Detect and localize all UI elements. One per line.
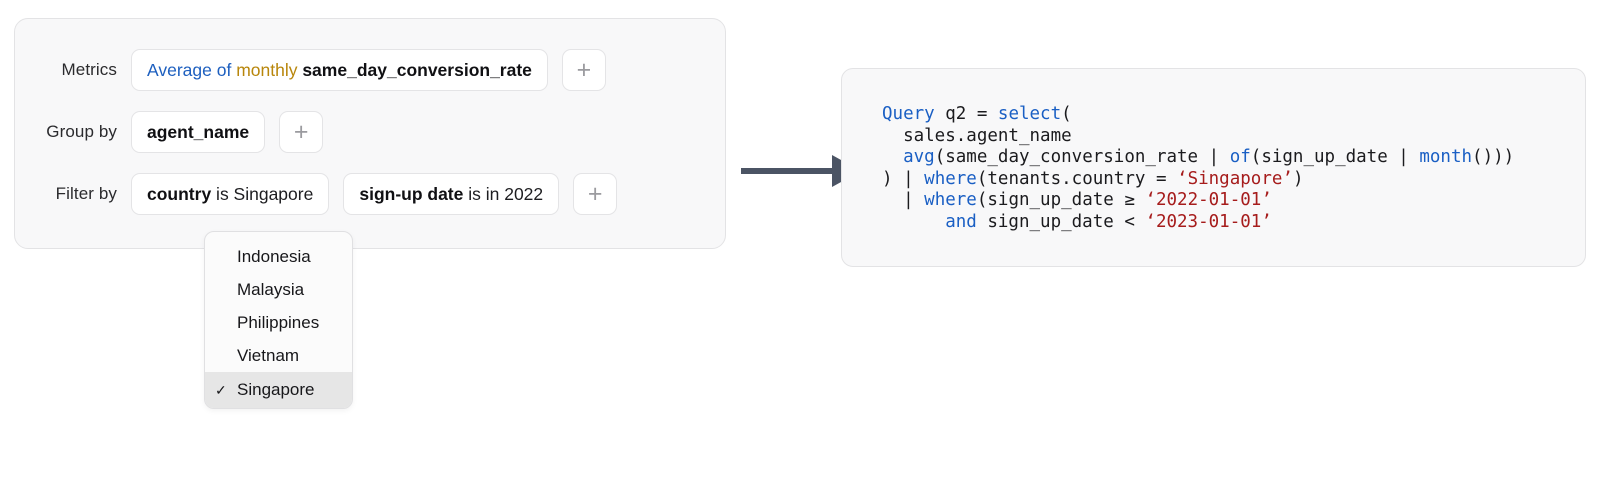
code-token: ‘2023-01-01’ [1145, 211, 1272, 232]
code-token: ( [1061, 104, 1072, 124]
code-token: where [924, 190, 977, 210]
code-token: | [882, 190, 925, 210]
code-line: ) | where(tenants.country = ‘Singapore’) [882, 169, 1525, 191]
pill-token: Average of [147, 59, 237, 80]
builder-row-metrics: Metrics Average of monthly same_day_conve… [15, 49, 620, 91]
code-token: ) | [882, 168, 925, 189]
pill-token: same_day_conversion_rate [302, 59, 532, 80]
code-token: ())) [1472, 147, 1525, 167]
query-builder-panel: Metrics Average of monthly same_day_conve… [14, 18, 726, 249]
groupby-pill-agent-name[interactable]: agent_name [131, 111, 266, 153]
generated-query-code: Query q2 = select( sales.agent_name avg(… [882, 104, 1525, 233]
add-metrics-button[interactable]: + [561, 49, 606, 91]
builder-row-label: Group by [46, 122, 117, 141]
pill-token: sign-up date [359, 183, 464, 204]
code-token: (sign_up_date | [1250, 147, 1420, 167]
dropdown-item-malaysia[interactable]: Malaysia [205, 273, 352, 306]
pill-token: country [147, 183, 212, 204]
plus-icon: + [576, 55, 592, 84]
code-token [882, 212, 945, 232]
dropdown-item-singapore[interactable]: ✓ Singapore [205, 372, 352, 408]
generated-query-panel: Query q2 = select( sales.agent_name avg(… [841, 68, 1586, 267]
check-icon: ✓ [215, 381, 227, 398]
plus-icon: + [587, 179, 603, 208]
builder-row-filterby: Filter by country is Singapore sign-up dat… [15, 173, 631, 215]
code-line: | where(sign_up_date ≥ ‘2022-01-01’ [882, 190, 1525, 212]
builder-row-groupby: Group by agent_name + [15, 111, 337, 153]
pill-token: is in 2022 [463, 183, 544, 204]
dropdown-item-label: Singapore [237, 380, 315, 399]
code-token: q2 = [934, 104, 998, 124]
code-token: select [997, 104, 1062, 124]
code-token: of [1229, 147, 1251, 167]
code-token: month [1419, 147, 1473, 167]
dropdown-item-label: Indonesia [237, 246, 311, 266]
code-token: and [945, 211, 977, 232]
dropdown-item-indonesia[interactable]: Indonesia [205, 240, 352, 273]
code-token: where [924, 168, 977, 189]
code-token: sales.agent_name [882, 125, 1072, 146]
code-line: Query q2 = select( [882, 104, 1525, 126]
metric-pill-average-monthly[interactable]: Average of monthly same_day_conversion_r… [131, 49, 548, 91]
dropdown-item-label: Malaysia [237, 279, 305, 299]
pill-token: monthly [236, 59, 303, 80]
code-line: and sign_up_date < ‘2023-01-01’ [882, 212, 1525, 234]
code-token: (sign_up_date ≥ [976, 190, 1146, 210]
code-token: avg [903, 147, 935, 167]
code-token: Query [882, 104, 935, 124]
add-filter-by-button[interactable]: + [573, 173, 618, 215]
pill-token: agent_name [147, 121, 250, 142]
code-token: (same_day_conversion_rate | [934, 147, 1230, 167]
code-line: sales.agent_name [882, 126, 1525, 148]
add-group-by-button[interactable]: + [279, 111, 324, 153]
pill-token: is Singapore [211, 183, 314, 204]
dropdown-item-philippines[interactable]: Philippines [205, 306, 352, 339]
code-token: sign_up_date < [976, 211, 1146, 232]
plus-icon: + [293, 117, 309, 146]
code-token: ‘Singapore’ [1177, 168, 1293, 189]
code-line: avg(same_day_conversion_rate | of(sign_u… [882, 147, 1525, 169]
dropdown-item-label: Vietnam [237, 345, 300, 365]
filter-pill-signup-date[interactable]: sign-up date is in 2022 [343, 173, 560, 215]
dropdown-item-vietnam[interactable]: Vietnam [205, 339, 352, 372]
filter-pill-country[interactable]: country is Singapore [131, 173, 330, 215]
code-token [882, 147, 903, 167]
code-token: ) [1292, 168, 1304, 189]
builder-row-label: Filter by [55, 184, 117, 203]
builder-row-label: Metrics [61, 60, 117, 79]
code-token: ‘2022-01-01’ [1145, 190, 1272, 210]
dropdown-item-label: Philippines [237, 312, 320, 332]
code-token: (tenants.country = [976, 168, 1178, 189]
